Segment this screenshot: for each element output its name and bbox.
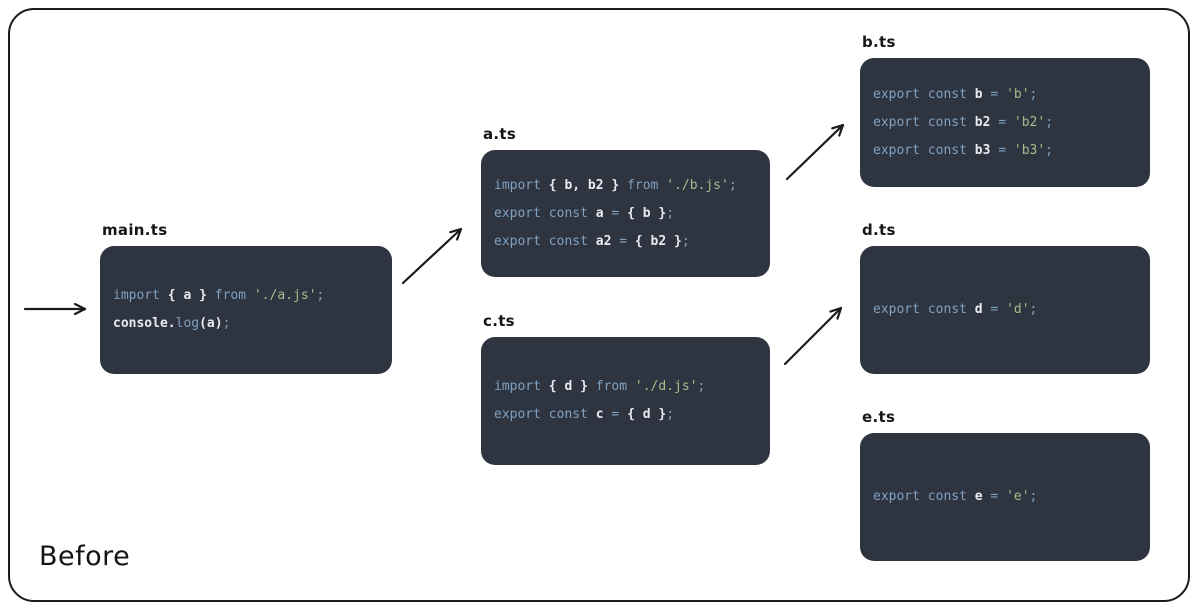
code-token: (a)	[199, 316, 223, 331]
code-token: export const	[873, 86, 975, 102]
code-line: export const a2 = { b2 };	[494, 228, 770, 256]
code-token: 'e'	[1006, 489, 1030, 504]
code-line: console.log(a);	[113, 310, 392, 338]
code-token: import	[494, 177, 549, 193]
code-line: export const b = 'b';	[873, 81, 1150, 109]
code-token: export const	[494, 233, 596, 249]
file-label-a.ts: a.ts	[483, 125, 517, 143]
code-line: import { b, b2 } from './b.js';	[494, 172, 770, 200]
code-token: 'd'	[1006, 302, 1030, 317]
code-token: ;	[666, 407, 675, 422]
code-token: export const	[873, 302, 975, 317]
code-token: ;	[222, 316, 231, 331]
code-token: 'b3'	[1013, 142, 1046, 158]
code-token: { d }	[548, 379, 596, 394]
code-token: { a }	[167, 288, 215, 303]
code-token: 'b2'	[1013, 114, 1046, 130]
code-box-e.ts: export const e = 'e';	[860, 433, 1150, 561]
code-token: ;	[666, 205, 675, 221]
code-token: { b }	[627, 205, 667, 221]
code-token: ;	[1029, 302, 1038, 317]
code-line: import { d } from './d.js';	[494, 373, 770, 401]
code-token: export const	[494, 407, 596, 422]
code-box-a.ts: import { b, b2 } from './b.js';export co…	[481, 150, 770, 277]
code-token: ;	[728, 177, 737, 193]
code-line: export const c = { d };	[494, 401, 770, 429]
code-token: ;	[316, 288, 325, 303]
code-token: './d.js'	[634, 379, 698, 394]
code-line: export const a = { b };	[494, 200, 770, 228]
file-label-e.ts: e.ts	[862, 408, 896, 426]
code-token: './b.js'	[666, 177, 729, 193]
code-token: from	[214, 288, 254, 303]
code-token: ;	[697, 379, 706, 394]
code-token: b3	[974, 142, 999, 158]
code-token: export const	[873, 489, 975, 504]
code-token: a	[595, 205, 612, 221]
code-box-main.ts: import { a } from './a.js';console.log(a…	[100, 246, 392, 374]
file-label-b.ts: b.ts	[862, 33, 896, 51]
code-line: export const d = 'd';	[873, 296, 1150, 324]
before-label: Before	[39, 541, 131, 572]
code-token: =	[611, 407, 628, 422]
code-token: =	[990, 489, 1007, 504]
code-token: from	[595, 379, 635, 394]
code-box-d.ts: export const d = 'd';	[860, 246, 1150, 374]
code-line: export const b3 = 'b3';	[873, 137, 1150, 165]
code-token: =	[990, 86, 1007, 102]
code-token: d	[974, 302, 991, 317]
code-token: =	[619, 233, 635, 249]
code-token: './a.js'	[253, 288, 317, 303]
code-token: =	[998, 142, 1014, 158]
code-token: from	[627, 177, 667, 193]
code-token: c	[595, 407, 612, 422]
code-token: console.	[113, 316, 176, 331]
code-token: ;	[1045, 114, 1054, 130]
code-token: ;	[681, 233, 690, 249]
code-line: import { a } from './a.js';	[113, 282, 392, 310]
code-token: { b2 }	[634, 233, 682, 249]
code-token: a2	[595, 233, 620, 249]
code-token: ;	[1045, 142, 1054, 158]
file-label-d.ts: d.ts	[862, 221, 896, 239]
code-line: export const e = 'e';	[873, 483, 1150, 511]
code-line: export const b2 = 'b2';	[873, 109, 1150, 137]
file-label-c.ts: c.ts	[483, 312, 515, 330]
code-token: export const	[494, 205, 596, 221]
code-token: e	[974, 489, 991, 504]
code-token: { b, b2 }	[548, 177, 628, 193]
code-token: =	[990, 302, 1007, 317]
code-token: ;	[1029, 489, 1038, 504]
code-token: b	[974, 86, 991, 102]
code-token: =	[998, 114, 1014, 130]
code-token: b2	[974, 114, 999, 130]
canvas-frame	[8, 8, 1190, 602]
code-token: ;	[1029, 86, 1038, 102]
code-token: =	[611, 205, 628, 221]
code-token: 'b'	[1006, 86, 1030, 102]
code-token: import	[494, 379, 549, 394]
code-token: { d }	[627, 407, 667, 422]
code-token: import	[113, 288, 168, 303]
code-box-b.ts: export const b = 'b';export const b2 = '…	[860, 58, 1150, 187]
code-token: export const	[873, 114, 975, 130]
file-label-main.ts: main.ts	[102, 221, 168, 239]
code-token: export const	[873, 142, 975, 158]
code-token: log	[175, 316, 200, 331]
code-box-c.ts: import { d } from './d.js';export const …	[481, 337, 770, 465]
